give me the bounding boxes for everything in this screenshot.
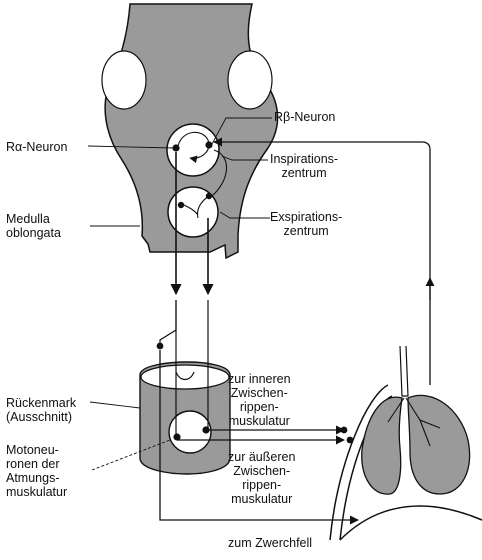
label-motoneurons-line-3: Atmungs- [6, 471, 60, 485]
bronchi [387, 397, 441, 447]
label-medulla-line-2: oblongata [6, 226, 61, 240]
label-r-beta-neuron: Rβ-Neuron [274, 110, 336, 124]
leader-spinal-cord [89, 401, 141, 409]
leader-motoneurons [91, 439, 171, 471]
diaphragm-curve [339, 505, 482, 541]
label-outer-line-2: Zwischen- [233, 464, 291, 478]
label-expiration-line-1: Exspirations- [270, 210, 343, 224]
leader-r-beta [211, 117, 272, 145]
label-expiration-center: Exspirations- zentrum [270, 210, 342, 238]
label-inner-intercostal: zur inneren Zwischen- rippen- muskulatur [228, 372, 291, 428]
left-cerebellar-peduncle [101, 50, 147, 110]
label-motoneurons-line-4: muskulatur [6, 485, 68, 499]
leader-inspiration [221, 155, 268, 161]
right-lung [407, 394, 471, 495]
center-link [211, 149, 228, 197]
label-inner-line-2: Zwischen- [230, 386, 288, 400]
expiration-neuron-cell [177, 201, 185, 209]
trachea [399, 345, 409, 397]
right-cerebellar-peduncle [227, 50, 273, 110]
label-spinal-cord-line-1: Rückenmark [6, 396, 77, 410]
label-diaphragm: zum Zwerchfell [228, 536, 313, 550]
label-spinal-cord-line-2: (Ausschnitt) [6, 410, 72, 424]
label-inner-line-1: zur inneren [228, 372, 291, 386]
expiration-inhibition [196, 195, 210, 219]
label-outer-line-3: rippen- [242, 478, 282, 492]
label-inner-line-4: muskulatur [228, 414, 290, 428]
leader-r-alpha [87, 145, 175, 149]
label-inspiration-line-1: Inspirations- [270, 152, 339, 166]
label-medulla-line-1: Medulla [6, 212, 50, 226]
label-medulla: Medulla oblongata [6, 212, 61, 240]
spinal-cord-top [140, 364, 230, 390]
expiration-center-circle [167, 186, 219, 238]
rib-arc-outer [329, 384, 389, 541]
left-lung [361, 396, 403, 495]
cord-entry-cell [156, 342, 164, 350]
inspiration-loop [177, 131, 210, 164]
label-motoneurons: Motoneu- ronen der Atmungs- muskulatur [6, 443, 67, 499]
label-outer-line-1: zur äußeren [228, 450, 296, 464]
label-motoneurons-line-1: Motoneu- [6, 443, 59, 457]
spinal-notch [175, 371, 195, 381]
r-alpha-neuron-cell [172, 144, 180, 152]
r-beta-neuron-cell [205, 141, 213, 149]
label-r-alpha-neuron: Rα-Neuron [6, 140, 68, 154]
intercostal-synapse-2 [346, 436, 354, 444]
cord-entry-left [159, 300, 177, 345]
motoneuron-cell-left [173, 433, 181, 441]
leader-expiration [219, 211, 270, 219]
label-outer-intercostal: zur äußeren Zwischen- rippen- muskulatur [228, 450, 295, 506]
afferent-lung-line [213, 137, 431, 385]
intercostal-synapse-1 [340, 426, 348, 434]
label-outer-line-4: muskulatur [231, 492, 293, 506]
expiration-synapse [183, 204, 198, 215]
label-inner-line-3: rippen- [239, 400, 279, 414]
label-motoneurons-line-2: ronen der [6, 457, 60, 471]
label-spinal-cord: Rückenmark (Ausschnitt) [6, 396, 76, 424]
motoneuron-circle [168, 410, 212, 454]
label-inspiration-line-2: zentrum [281, 166, 327, 180]
label-inspiration-center: Inspirations- zentrum [270, 152, 338, 180]
efferent-diaphragm [159, 350, 359, 525]
label-expiration-line-2: zentrum [283, 224, 329, 238]
